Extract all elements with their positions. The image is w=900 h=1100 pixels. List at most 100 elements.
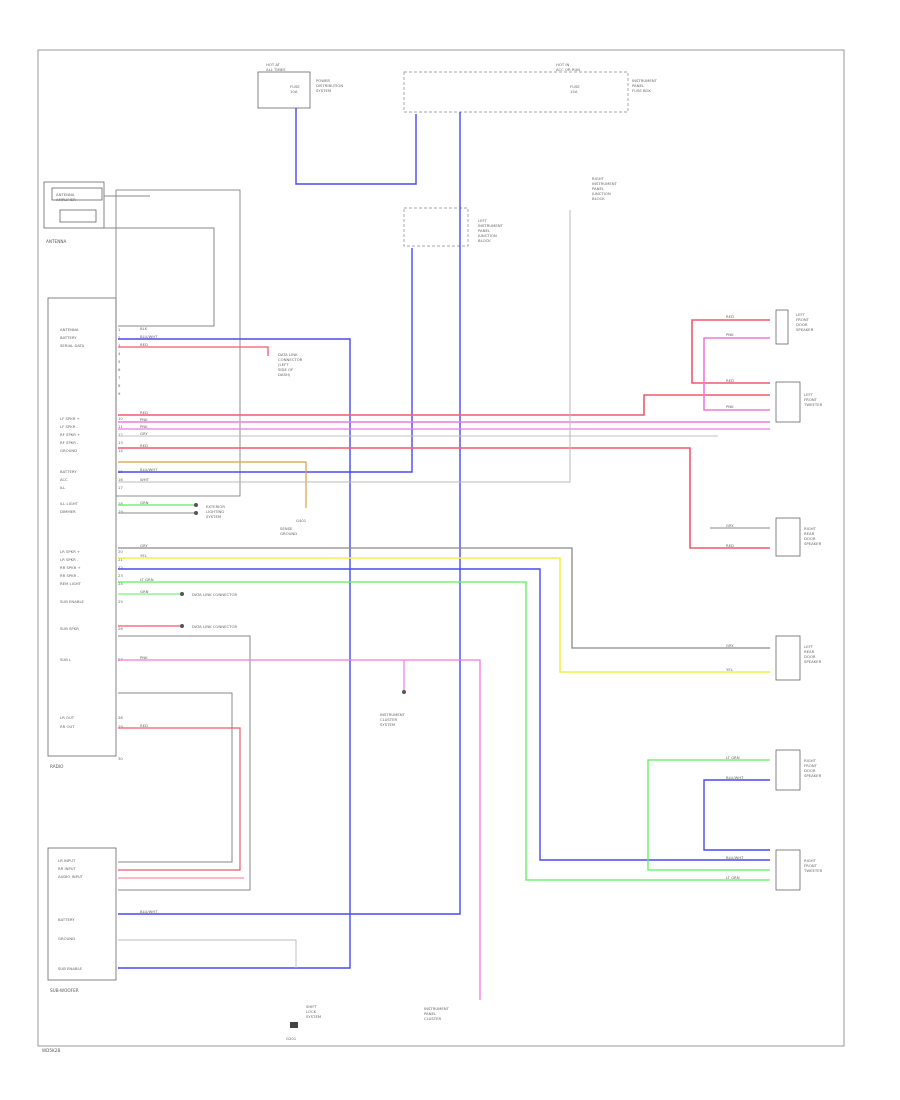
svg-text:REAR: REAR bbox=[804, 649, 815, 654]
wire-red-lr-out bbox=[118, 727, 241, 871]
svg-text:SPEAKER: SPEAKER bbox=[804, 541, 822, 546]
wire-yellow-lr-minus bbox=[118, 557, 770, 673]
svg-text:16: 16 bbox=[118, 477, 123, 482]
svg-text:ALL TIMES: ALL TIMES bbox=[266, 67, 286, 72]
svg-text:YEL: YEL bbox=[140, 553, 148, 558]
svg-text:INSTRUMENT: INSTRUMENT bbox=[632, 78, 658, 83]
svg-text:YEL: YEL bbox=[726, 667, 734, 672]
svg-text:18: 18 bbox=[118, 501, 123, 506]
svg-text:28: 28 bbox=[118, 715, 123, 720]
svg-text:G401: G401 bbox=[296, 518, 307, 523]
svg-text:BATTERY: BATTERY bbox=[58, 917, 75, 922]
svg-text:9: 9 bbox=[118, 391, 121, 396]
svg-text:G201: G201 bbox=[286, 1036, 297, 1041]
svg-text:SERIAL DATA: SERIAL DATA bbox=[60, 343, 85, 348]
wire-blue-rf-spkr bbox=[703, 779, 770, 851]
svg-text:DIMMER: DIMMER bbox=[60, 509, 76, 514]
svg-text:PANEL: PANEL bbox=[478, 228, 491, 233]
svg-text:ANTENNA: ANTENNA bbox=[60, 327, 79, 332]
svg-text:SUB SPKR: SUB SPKR bbox=[60, 626, 79, 631]
wire-blue-sub-enable bbox=[118, 338, 351, 969]
svg-text:GRY: GRY bbox=[726, 643, 734, 648]
svg-text:CLUSTER: CLUSTER bbox=[424, 1016, 441, 1021]
svg-text:2: 2 bbox=[118, 335, 121, 340]
svg-text:RIGHT: RIGHT bbox=[804, 858, 817, 863]
wire-blue-rr bbox=[118, 568, 770, 861]
svg-text:HOT AT: HOT AT bbox=[266, 62, 281, 67]
svg-text:LF SPKR +: LF SPKR + bbox=[60, 416, 80, 421]
svg-text:12: 12 bbox=[118, 432, 123, 437]
svg-text:GRY: GRY bbox=[140, 431, 148, 436]
svg-text:SUB ENABLE: SUB ENABLE bbox=[58, 966, 83, 971]
svg-text:DATA LINK CONNECTOR: DATA LINK CONNECTOR bbox=[192, 592, 237, 597]
svg-text:DATA LINK CONNECTOR: DATA LINK CONNECTOR bbox=[192, 624, 237, 629]
radio-component: RADIO bbox=[47, 189, 241, 769]
svg-text:LT GRN: LT GRN bbox=[140, 577, 154, 582]
svg-text:FRONT: FRONT bbox=[804, 397, 818, 402]
svg-text:LEFT: LEFT bbox=[804, 392, 814, 397]
svg-text:INSTRUMENT: INSTRUMENT bbox=[592, 181, 618, 186]
svg-text:LOCK: LOCK bbox=[306, 1009, 317, 1014]
svg-text:21: 21 bbox=[118, 557, 123, 562]
svg-text:LT GRN: LT GRN bbox=[726, 755, 740, 760]
page-code: WD5K2B bbox=[42, 1048, 60, 1053]
svg-text:RED: RED bbox=[140, 410, 148, 415]
svg-text:LEFT: LEFT bbox=[796, 312, 806, 317]
instrument-panel-note: INSTRUMENT PANEL CLUSTER bbox=[424, 1006, 450, 1021]
right-front-tweeter: RIGHT FRONT TWEETER bbox=[775, 849, 823, 891]
svg-text:4: 4 bbox=[118, 351, 121, 356]
svg-text:SUB ENABLE: SUB ENABLE bbox=[60, 599, 85, 604]
svg-text:TWEETER: TWEETER bbox=[803, 402, 823, 407]
svg-text:5: 5 bbox=[118, 359, 121, 364]
svg-text:INSTRUMENT: INSTRUMENT bbox=[424, 1006, 450, 1011]
svg-text:BLU/WHT: BLU/WHT bbox=[140, 334, 158, 339]
svg-text:BLU/WHT: BLU/WHT bbox=[726, 775, 744, 780]
wire-color-labels: BLK BLU/WHT RED RED PNK PNK GRY RED BLU/… bbox=[140, 314, 744, 914]
svg-text:LEFT: LEFT bbox=[478, 218, 488, 223]
svg-text:GRN: GRN bbox=[140, 500, 149, 505]
svg-text:SYSTEM: SYSTEM bbox=[316, 88, 331, 93]
svg-text:GRN: GRN bbox=[140, 589, 149, 594]
left-front-door-speaker: LEFT FRONT DOOR SPEAKER bbox=[775, 309, 814, 345]
svg-text:LR OUT: LR OUT bbox=[60, 715, 75, 720]
svg-text:LR SPKR -: LR SPKR - bbox=[60, 557, 79, 562]
svg-text:8: 8 bbox=[118, 383, 121, 388]
svg-text:11: 11 bbox=[118, 424, 123, 429]
svg-text:BLOCK: BLOCK bbox=[592, 196, 605, 201]
svg-text:FRONT: FRONT bbox=[804, 763, 818, 768]
right-front-door-speaker: RIGHT FRONT DOOR SPEAKER bbox=[775, 749, 822, 791]
svg-text:JUNCTION: JUNCTION bbox=[591, 191, 611, 196]
data-link-labels: DATA LINK CONNECTOR DATA LINK CONNECTOR bbox=[192, 592, 237, 629]
left-front-tweeter: LEFT FRONT TWEETER bbox=[775, 381, 823, 423]
svg-text:FUSE: FUSE bbox=[290, 84, 300, 89]
wire-gray-lr-plus bbox=[118, 547, 770, 649]
svg-text:TWEETER: TWEETER bbox=[803, 868, 823, 873]
svg-text:LT GRN: LT GRN bbox=[726, 875, 740, 880]
svg-text:INSTRUMENT: INSTRUMENT bbox=[478, 223, 504, 228]
svg-text:RADIO: RADIO bbox=[50, 764, 64, 769]
wire-blue-radio-battery bbox=[118, 248, 413, 473]
svg-text:PNK: PNK bbox=[726, 404, 734, 409]
wire-gray-antenna-radio bbox=[104, 227, 215, 327]
svg-text:15A: 15A bbox=[570, 89, 578, 94]
svg-text:RF SPKR -: RF SPKR - bbox=[60, 440, 79, 445]
svg-text:ACC: ACC bbox=[60, 477, 68, 482]
wire-gray-sub-ground bbox=[118, 939, 297, 968]
svg-text:AMPLIFIER: AMPLIFIER bbox=[56, 197, 76, 202]
svg-text:BATTERY: BATTERY bbox=[60, 335, 77, 340]
svg-text:BLU/WHT: BLU/WHT bbox=[140, 909, 158, 914]
svg-text:LR SPKR +: LR SPKR + bbox=[60, 549, 80, 554]
svg-text:23: 23 bbox=[118, 573, 123, 578]
subwoofer-component: SUB-WOOFER LR INPUT RR INPUT AUDIO INPUT… bbox=[47, 847, 117, 993]
svg-text:BLU/WHT: BLU/WHT bbox=[140, 467, 158, 472]
svg-text:PNK: PNK bbox=[140, 417, 148, 422]
svg-text:RED: RED bbox=[726, 378, 734, 383]
svg-text:RED: RED bbox=[726, 543, 734, 548]
svg-text:BLU/WHT: BLU/WHT bbox=[726, 855, 744, 860]
svg-text:30: 30 bbox=[118, 756, 123, 761]
right-note: RIGHT INSTRUMENT PANEL JUNCTION BLOCK bbox=[591, 176, 618, 201]
svg-text:LR INPUT: LR INPUT bbox=[58, 858, 76, 863]
svg-text:13: 13 bbox=[118, 440, 123, 445]
svg-text:SUB L: SUB L bbox=[60, 657, 72, 662]
